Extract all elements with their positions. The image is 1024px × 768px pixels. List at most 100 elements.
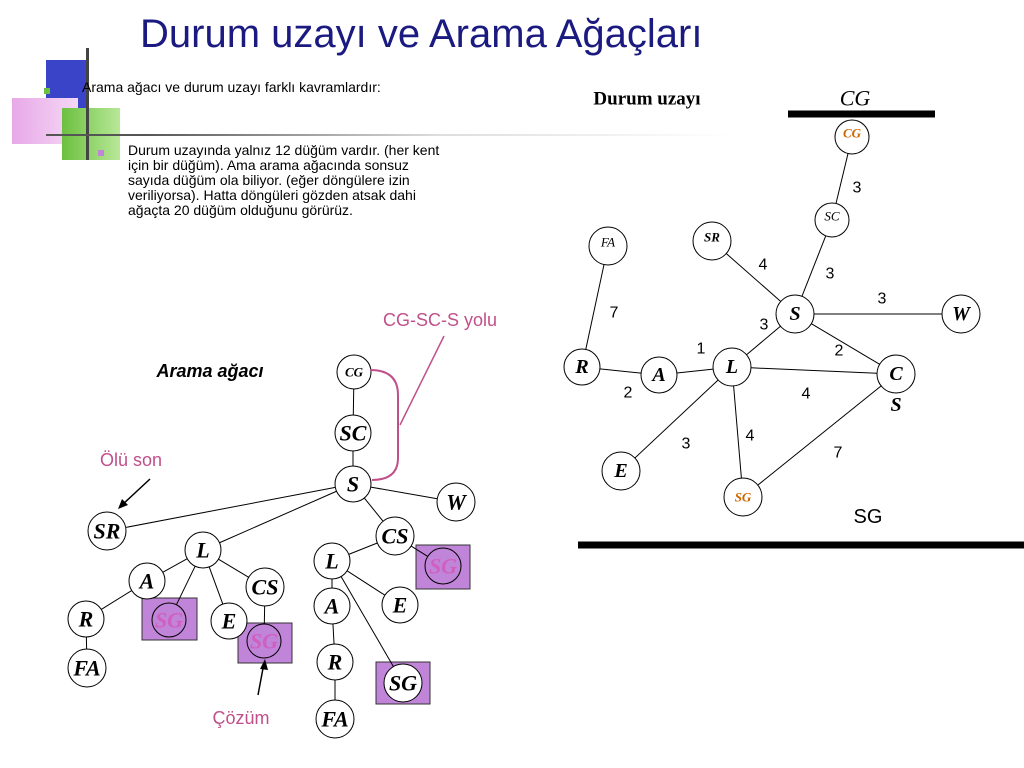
state-edge-SR-S <box>725 253 782 302</box>
state-node-label-S: S <box>789 303 800 325</box>
bullet-text-2: Durum uzayında yalnız 12 düğüm vardır. (… <box>128 142 440 218</box>
state-edge-C-SG <box>757 385 882 486</box>
tree-edge-t_l2-t_e2 <box>346 570 386 596</box>
sg-region-label: SG <box>854 506 883 528</box>
state-node-SC <box>814 202 850 238</box>
tree-node-t_fa2 <box>315 699 355 739</box>
tree-node-label-t_fa1: FA <box>72 656 100 681</box>
tree-node-t_r1 <box>67 600 105 638</box>
tree-node-t_cs2 <box>245 567 285 607</box>
state-node-label-R: R <box>574 356 588 378</box>
state-node-W <box>941 294 981 334</box>
state-edge-FA-R <box>585 264 605 350</box>
state-node-E <box>601 451 641 491</box>
edge-weight-C-SG: 7 <box>834 445 843 462</box>
state-edge-A-L <box>676 368 714 374</box>
tree-node-t_sg1 <box>151 602 187 638</box>
tree-edge-t_cs1-t_l2 <box>348 542 378 555</box>
tree-node-t_a2 <box>313 587 351 625</box>
edge-weight-SC-S: 3 <box>826 266 835 283</box>
edge-weight-SR-S: 4 <box>759 257 768 274</box>
state-edge-CG-SC <box>835 153 849 204</box>
state-node-label-L: L <box>725 356 738 378</box>
tree-node-label-t_sg2: SG <box>250 629 278 654</box>
tree-edge-t_s-t_sr <box>125 486 336 528</box>
state-edge-S-C <box>811 323 880 365</box>
state-edge-L-SG <box>733 385 742 479</box>
tree-node-t_w <box>436 482 476 522</box>
tree-node-t_a1 <box>128 562 166 600</box>
tree-node-t_cg <box>336 354 372 390</box>
state-edge-S-L <box>746 325 781 356</box>
tree-edge-t_cs1-t_sg3 <box>410 545 429 557</box>
state-node-A <box>640 356 678 394</box>
tree-node-label-t_cg: CG <box>345 365 364 380</box>
tree-edge-t_l2-t_sg4 <box>340 576 394 667</box>
tree-node-t_s <box>334 465 372 503</box>
tree-node-t_l2 <box>313 542 351 580</box>
tree-node-t_sg4 <box>383 663 423 703</box>
state-node-label-A: A <box>650 364 665 386</box>
bullet-text-1: Arama ağacı ve durum uzayı farklı kavram… <box>82 79 381 95</box>
solution-label: Çözüm <box>212 708 269 728</box>
tree-node-label-t_cs1: CS <box>382 524 409 549</box>
tree-node-label-t_e2: E <box>392 593 408 618</box>
tree-edge-t_l1-t_a1 <box>162 558 188 573</box>
state-space-title: Durum uzayı <box>593 89 700 110</box>
edge-weight-A-L: 1 <box>697 341 706 358</box>
tree-node-t_l1 <box>184 531 222 569</box>
state-node-label-CG: CG <box>843 126 862 141</box>
tree-node-label-t_sg3: SG <box>429 554 457 579</box>
edge-weight-L-SG: 4 <box>746 428 755 445</box>
state-node-CG <box>834 119 870 155</box>
slide-title: Durum uzayı ve Arama Ağaçları <box>140 12 703 56</box>
tree-node-label-t_r2: R <box>327 650 343 675</box>
cg-region-label: CG <box>840 86 871 111</box>
state-edge-L-E <box>634 379 719 459</box>
tree-edge-t_s-t_l1 <box>219 490 337 544</box>
tree-edge-t_s-t_w <box>370 486 438 500</box>
tree-node-label-t_sr: SR <box>94 519 121 544</box>
state-node-label-E: E <box>613 460 627 482</box>
state-node-FA <box>588 226 628 266</box>
state-node-label-SR: SR <box>704 230 720 245</box>
tree-node-label-t_l2: L <box>324 549 338 574</box>
state-node-R <box>563 348 601 386</box>
tree-edge-t_l1-t_sg1 <box>175 565 196 605</box>
dead-end-label: Ölü son <box>100 450 162 470</box>
tree-node-t_sc <box>334 414 372 452</box>
edge-weight-L-E: 3 <box>682 436 691 453</box>
state-node-C <box>876 354 916 394</box>
edge-weight-S-W: 3 <box>878 291 887 308</box>
state-edge-L-C <box>750 367 878 374</box>
edge-weight-L-C: 4 <box>802 386 811 403</box>
state-node-label-W: W <box>952 303 971 325</box>
solution-highlight-t_sg1 <box>141 597 198 641</box>
path-bracket <box>369 369 399 481</box>
tree-node-t_r2 <box>316 643 354 681</box>
tree-node-label-t_l1: L <box>195 538 209 563</box>
state-node-SR <box>692 221 732 261</box>
tree-edge-t_a1-t_r1 <box>101 590 132 610</box>
tree-node-label-t_s: S <box>347 472 359 497</box>
bullet-marker-2 <box>98 150 104 156</box>
tree-node-label-t_sg4: SG <box>389 671 417 696</box>
tree-node-t_sr <box>87 511 127 551</box>
tree-node-label-t_a1: A <box>138 569 155 594</box>
tree-node-t_e2 <box>381 586 419 624</box>
tree-node-t_sg2 <box>246 623 282 659</box>
c-s-label: S <box>890 394 901 416</box>
dead-end-arrow <box>121 478 151 506</box>
decor-horizontal-line <box>46 134 1024 136</box>
solution-arrowhead <box>260 659 268 670</box>
tree-edge-t_s-t_cs1 <box>363 497 384 522</box>
tree-edge-t_l1-t_e1 <box>208 566 224 605</box>
state-node-label-SG: SG <box>735 490 752 505</box>
tree-node-label-t_a2: A <box>323 594 340 619</box>
tree-node-label-t_cs2: CS <box>252 575 279 600</box>
state-node-L <box>712 347 752 387</box>
tree-node-label-t_fa2: FA <box>320 707 348 732</box>
state-edge-SC-S <box>801 235 827 297</box>
decor-vertical-line <box>86 48 89 160</box>
